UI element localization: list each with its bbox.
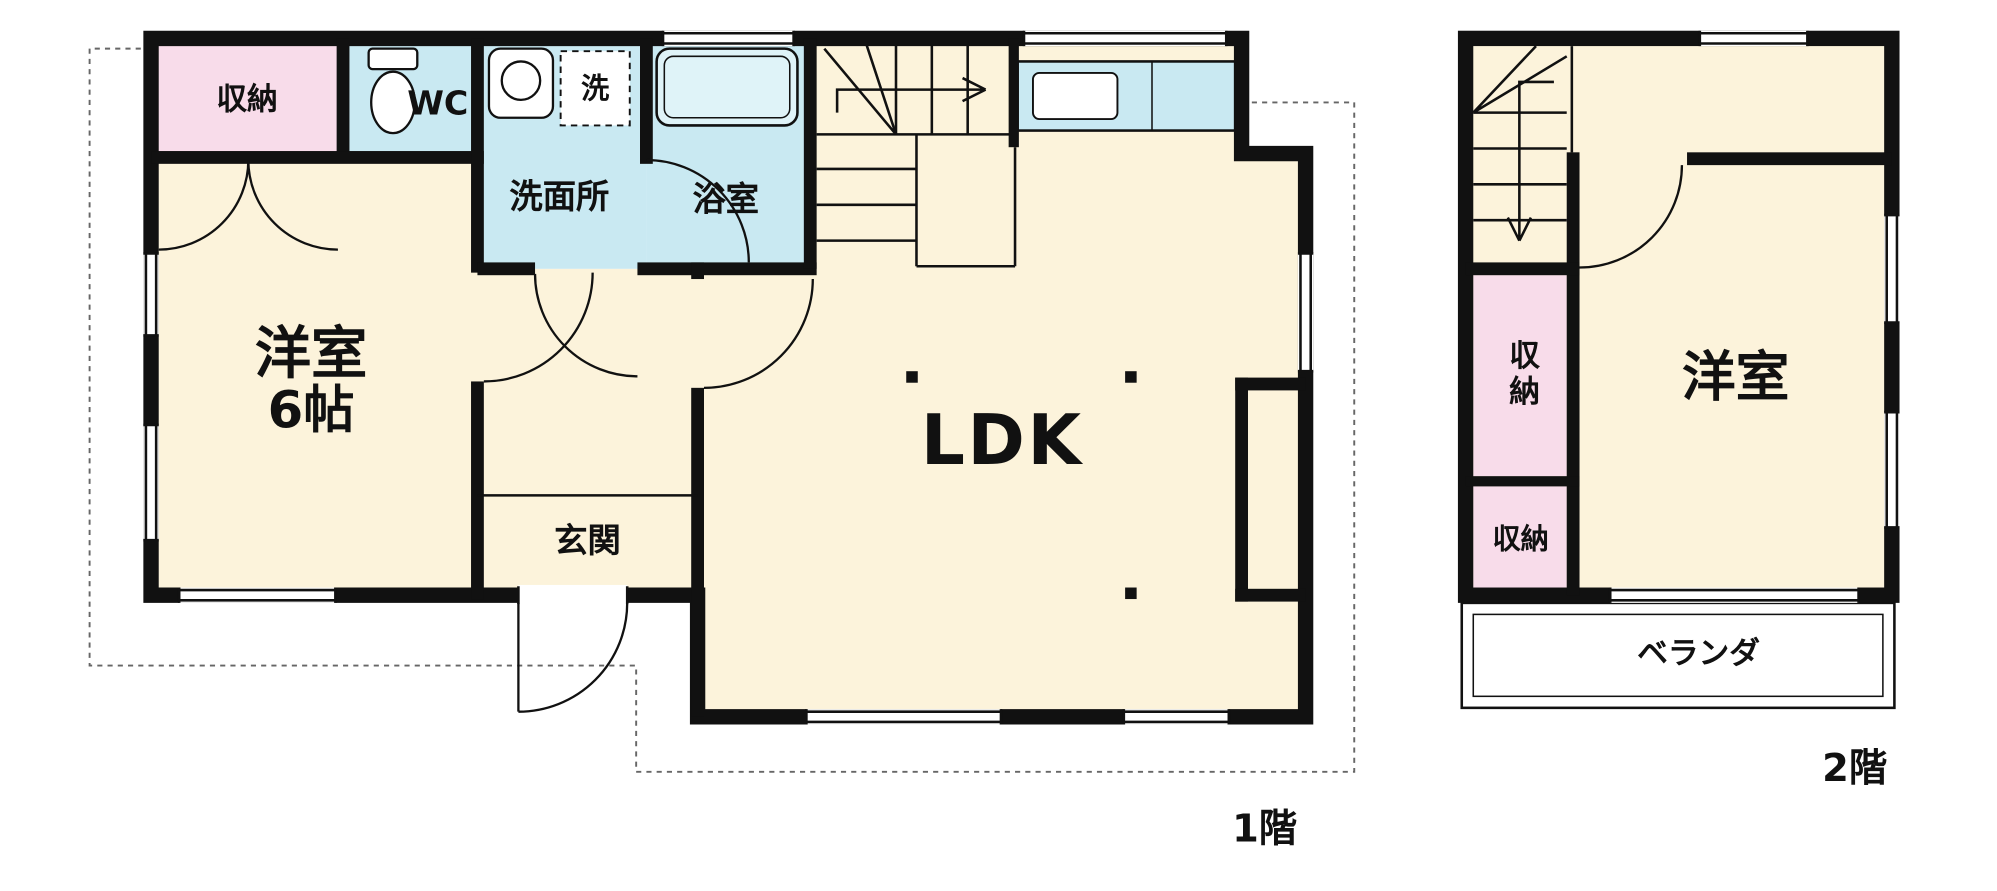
storage-1f-door-arcs <box>158 159 338 251</box>
bathtub-icon <box>655 47 799 127</box>
stairs-2f <box>1472 45 1574 242</box>
stairs-1f <box>816 38 1017 268</box>
hall-entrance-floor <box>473 268 704 596</box>
label-western-room-2f: 洋室 <box>1681 345 1790 409</box>
entrance-door-arc <box>517 602 629 713</box>
label-washroom: 洗面所 <box>509 178 610 217</box>
pillar-dots <box>906 371 1137 600</box>
western-room-1f-floor <box>151 153 481 596</box>
veranda-outline <box>1460 601 1896 710</box>
ldk-floor <box>697 38 1306 717</box>
eaves-dotted-outline <box>88 47 1356 773</box>
label-laundry: 洗 <box>581 73 610 106</box>
label-bathroom: 浴室 <box>692 180 760 220</box>
label-entrance: 玄関 <box>554 522 621 562</box>
label-western-room-1f-size: 6帖 <box>267 381 355 441</box>
label-storage-2f-upper: 収納 <box>1503 339 1540 411</box>
vanity-sink-icon <box>487 47 555 119</box>
floor2-room-fills <box>1465 38 1892 596</box>
stairs-2f-down-arrow <box>1506 80 1554 242</box>
label-wc: WC <box>407 84 469 124</box>
label-storage-2f-lower: 収納 <box>1492 524 1549 557</box>
windows <box>143 30 1900 725</box>
storage-2f-lower-floor <box>1473 486 1567 596</box>
western-room-1f-door-arc <box>483 272 594 383</box>
label-western-room-1f: 洋室 6帖 <box>254 321 368 441</box>
bathroom-door-arc <box>646 158 750 263</box>
stairs-1f-up-arrow <box>835 76 987 113</box>
laundry-pan-icon <box>559 50 631 127</box>
label-ldk: LDK <box>920 400 1084 481</box>
storage-1f-floor <box>151 38 344 161</box>
toilet-icon <box>367 47 419 135</box>
label-floor1: 1階 <box>1232 806 1298 852</box>
doors <box>158 158 1684 713</box>
label-western-room-1f-name: 洋室 <box>254 321 368 387</box>
label-floor2: 2階 <box>1822 746 1888 792</box>
label-storage-1f: 収納 <box>216 81 278 117</box>
label-veranda: ベランダ <box>1637 635 1760 672</box>
kitchen-counter <box>1016 60 1237 132</box>
ldk-door-arc <box>703 279 814 389</box>
storage-2f-upper-floor <box>1473 275 1567 477</box>
washroom-door-arc <box>533 273 638 378</box>
western-room-2f-door-arc <box>1579 165 1684 269</box>
